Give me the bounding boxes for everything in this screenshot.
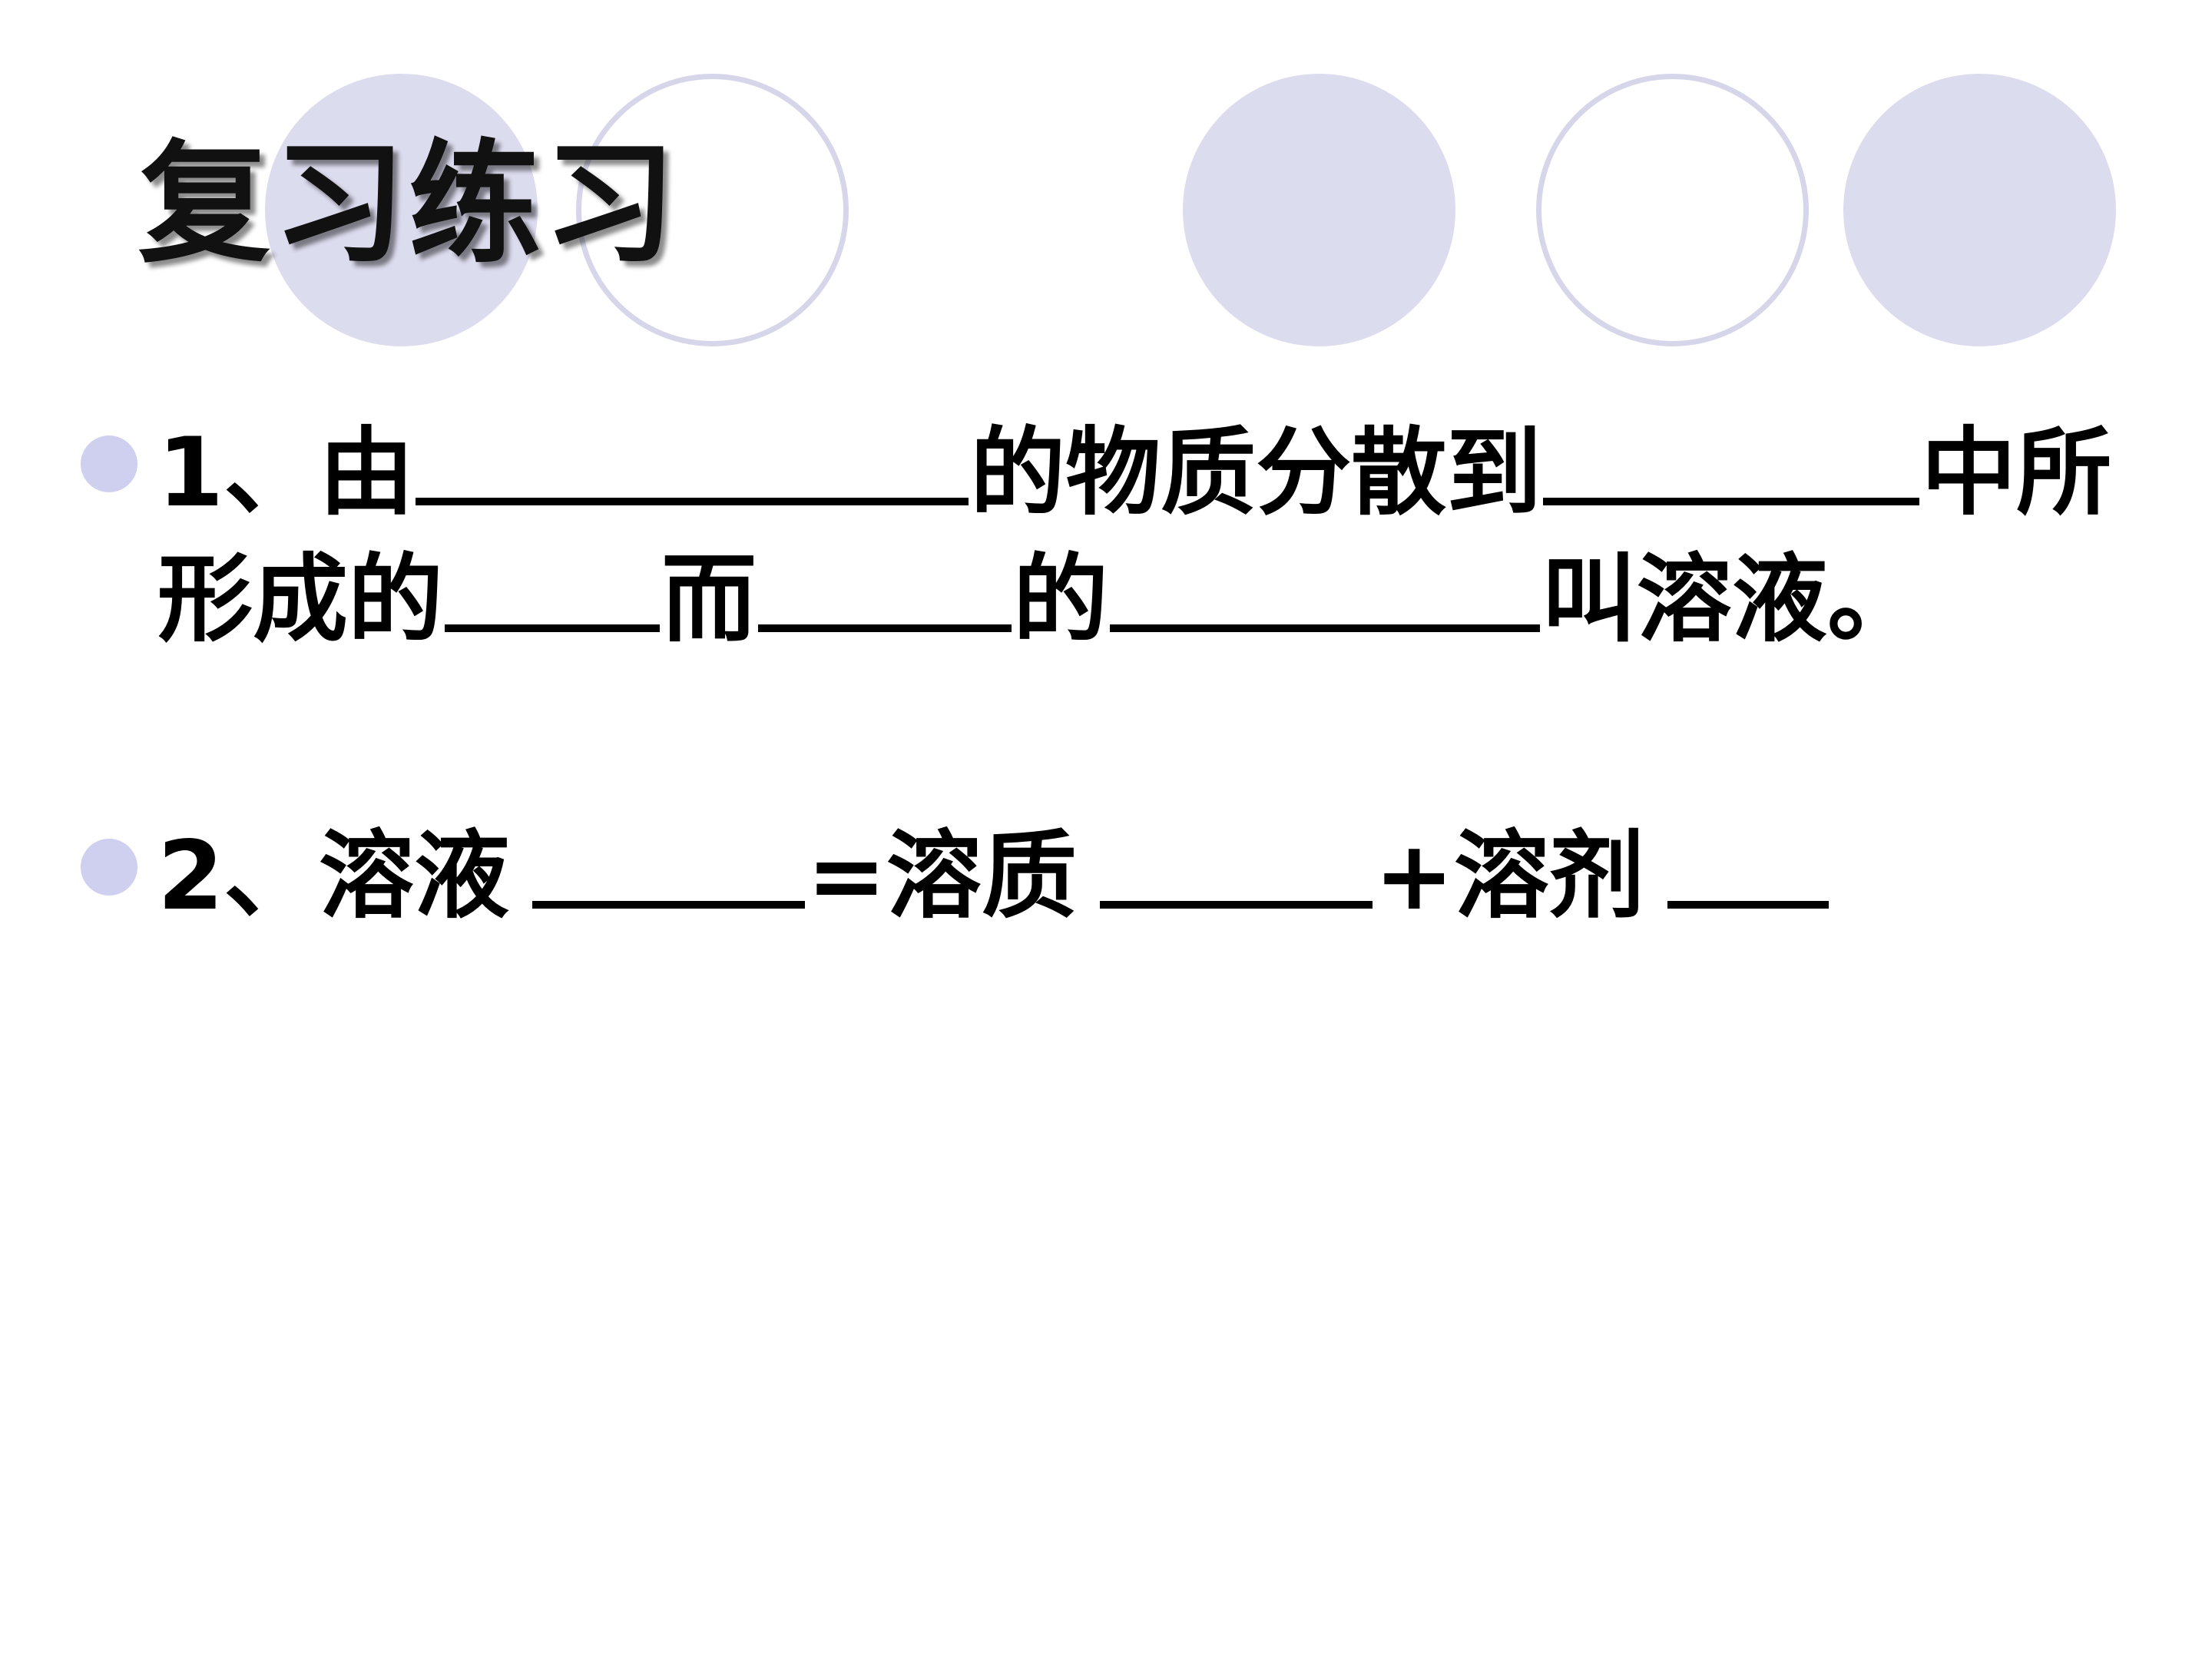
question-1-text-e: 而 [661, 545, 757, 655]
question-1-text-b: 的物质分散到 [970, 418, 1542, 528]
question-2: 2、溶液 =溶质 +溶剂 [157, 810, 2154, 937]
question-1-text-a: 1、由 [157, 418, 415, 528]
blank-line [445, 534, 661, 632]
decor-circle-filled [1843, 74, 2116, 346]
bullet-dot-icon [81, 435, 137, 492]
question-1-text-c: 中所 [1921, 418, 2112, 528]
blank-line [532, 810, 806, 909]
decor-circle-outline [1536, 74, 1809, 346]
slide-title: 复习练习 [138, 127, 679, 281]
question-1-text-g: 叫溶液。 [1541, 545, 1923, 655]
blank-line [416, 407, 969, 505]
blank-line [1110, 534, 1541, 632]
decor-circle-filled [1183, 74, 1455, 346]
blank-line [1543, 407, 1920, 505]
bullet-dot-icon [81, 839, 137, 896]
question-2-text-b: =溶质 [806, 821, 1078, 932]
question-1-text-f: 的 [1013, 545, 1109, 655]
blank-line [1667, 810, 1830, 909]
decor-circle-filled [265, 74, 538, 346]
decor-circle-outline [576, 74, 849, 346]
question-2-text-c: +溶剂 [1374, 821, 1645, 932]
blank-line [1100, 810, 1373, 909]
question-2-text-a: 2、溶液 [157, 821, 510, 932]
question-1: 1、由 的物质分散到 中所 形成的 而 的 叫溶液。 [157, 407, 2154, 661]
blank-line [758, 534, 1012, 632]
question-1-text-d: 形成的 [157, 545, 444, 655]
